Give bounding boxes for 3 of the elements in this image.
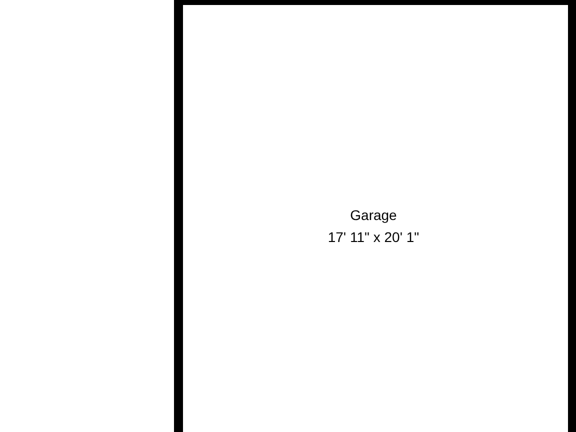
room-name: Garage — [350, 207, 397, 223]
room-walls — [174, 0, 576, 432]
room-dimensions: 17' 11" x 20' 1" — [328, 229, 420, 245]
